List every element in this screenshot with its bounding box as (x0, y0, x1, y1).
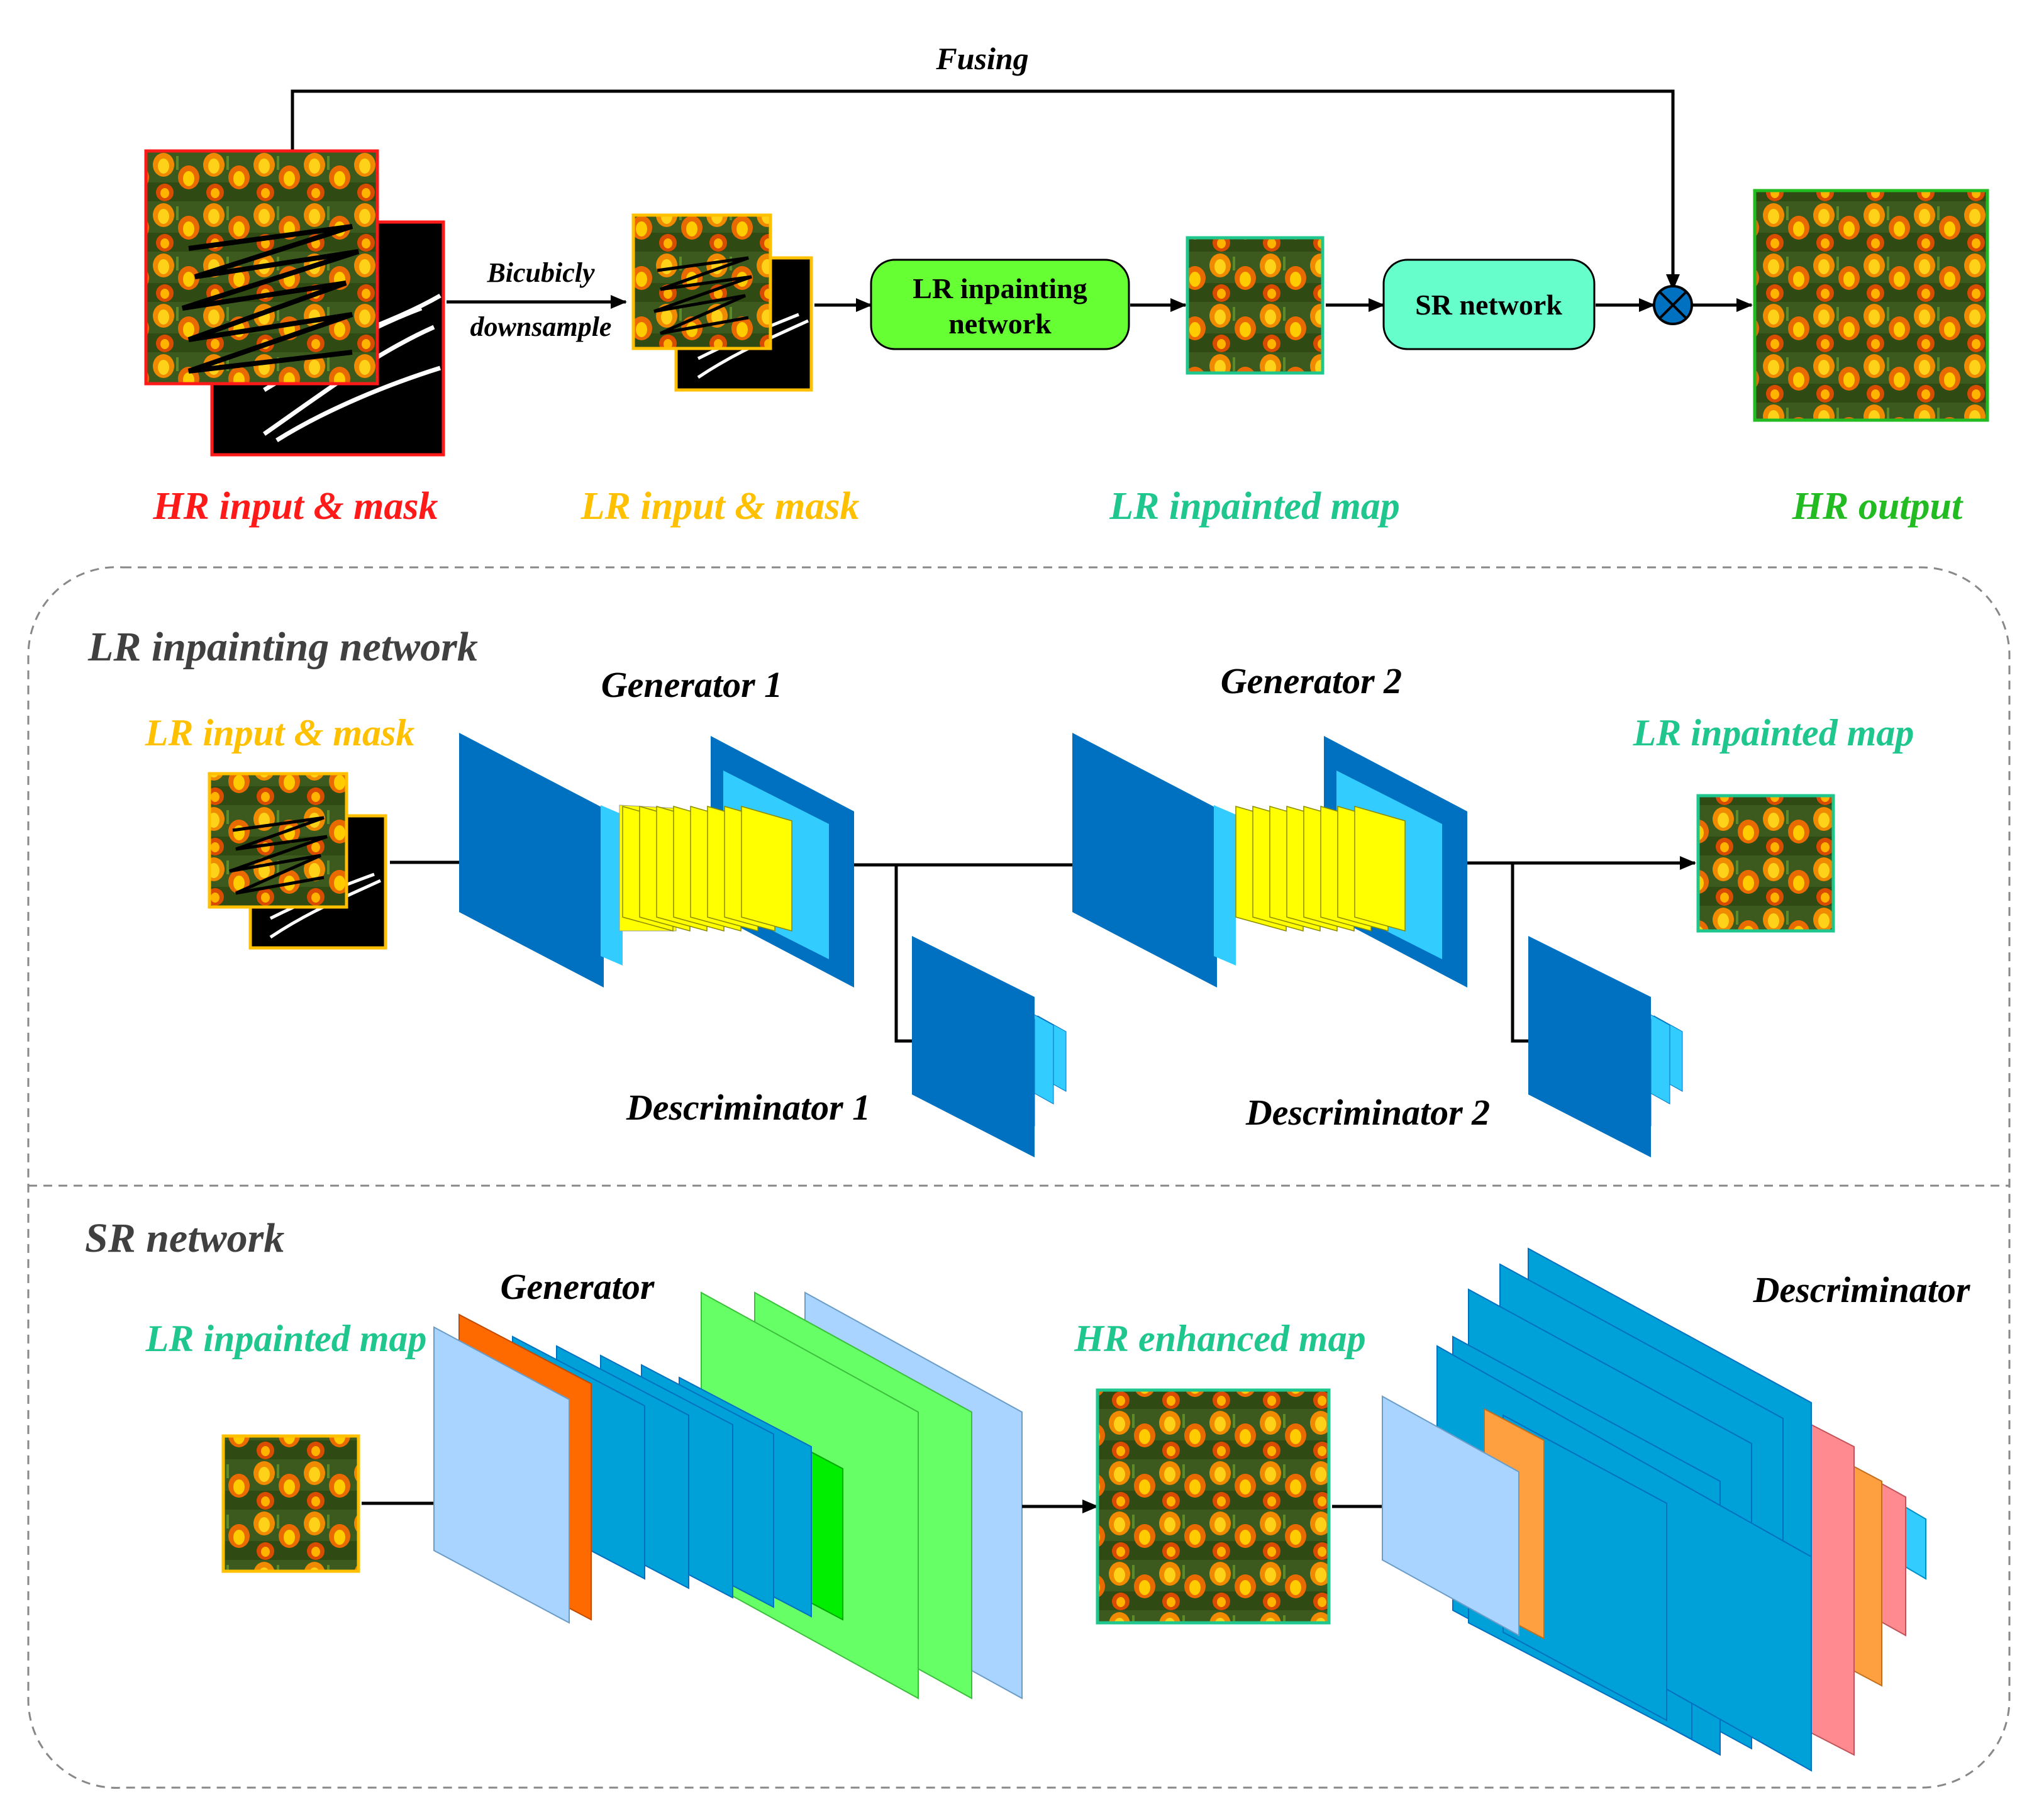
sr-generator-label: Generator (501, 1266, 655, 1307)
generator-yellow-layer (741, 806, 792, 932)
sr-input-label: LR inpainted map (145, 1318, 427, 1359)
generator2-label: Generator 2 (1221, 660, 1402, 701)
discriminator1-label: Descriminator 1 (626, 1087, 870, 1128)
lr-section-output-label: LR inpainted map (1633, 712, 1914, 754)
discriminator2-block (1528, 936, 1683, 1157)
fusing-skip-line (291, 89, 1680, 291)
bicubic-label-line1: Bicubicly (486, 257, 595, 288)
generator2-yellow-layers (1235, 806, 1406, 932)
lr-net-box-line2: network (948, 308, 1052, 340)
hr-output-label: HR output (1792, 485, 1963, 528)
sr-discriminator-block (1382, 1247, 1926, 1772)
discriminator2-label: Descriminator 2 (1245, 1092, 1490, 1133)
multiply-node (1653, 285, 1693, 325)
generator-yellow-layer (1354, 806, 1406, 932)
hr-input-image (144, 149, 379, 386)
hr-enhanced-image (1096, 1388, 1331, 1625)
sr-section-title: SR network (85, 1215, 284, 1261)
lr-inpainting-network-box: LR inpainting network (870, 259, 1130, 350)
fusing-label: Fusing (935, 41, 1028, 76)
lr-section-input-label: LR input & mask (145, 712, 414, 754)
sr-discriminator-label: Descriminator (1753, 1269, 1970, 1310)
lr-input-label: LR input & mask (580, 485, 860, 528)
lr-inpainted-image (1186, 236, 1325, 375)
lr-input-image (631, 213, 772, 350)
discriminator1-block (912, 936, 1067, 1157)
lr-section-input-image (208, 772, 348, 909)
generator1-label: Generator 1 (601, 664, 782, 705)
detail-container (27, 566, 2011, 1789)
sr-network-box: SR network (1382, 259, 1596, 350)
sr-generator-block (433, 1291, 1023, 1700)
lr-net-box-line1: LR inpainting (913, 272, 1087, 304)
hr-input-label: HR input & mask (152, 485, 438, 528)
bicubic-label-line2: downsample (470, 311, 612, 342)
sr-net-box-label: SR network (1415, 289, 1562, 321)
lr-inpainted-label: LR inpainted map (1109, 485, 1400, 528)
sr-input-image (221, 1434, 360, 1573)
generator1-yellow-layers (622, 806, 792, 932)
sr-enhanced-label: HR enhanced map (1074, 1318, 1365, 1359)
lr-section-output-image (1696, 794, 1835, 933)
hr-output-image (1753, 189, 1989, 422)
lr-section-title: LR inpainting network (87, 624, 478, 670)
